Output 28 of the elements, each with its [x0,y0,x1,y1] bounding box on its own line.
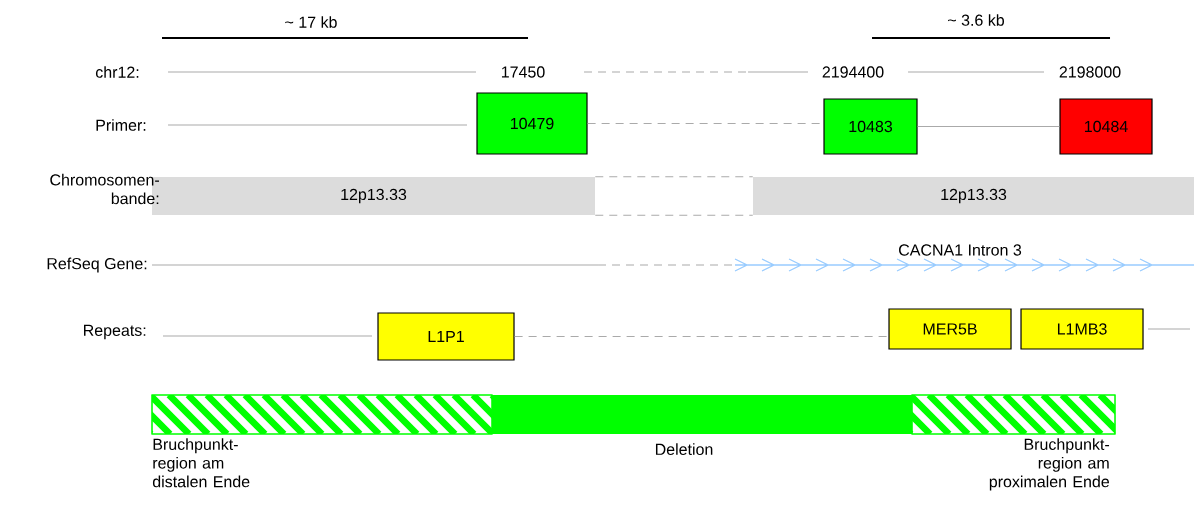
track-label: chr12: [95,66,139,78]
position-label: 2198000 [1059,66,1121,78]
breakpoint-region-bar [911,394,1116,435]
deletion-bar [492,395,912,434]
track-label: Chromosomen- bande: [50,173,159,205]
scale-label: ~ 17 kb [285,16,337,28]
primer-box: 10479 [476,92,588,155]
track-label: Repeats: [84,324,146,340]
repeat-box: L1MB3 [1020,308,1144,350]
track-line [514,335,889,338]
primer-box: 10484 [1059,98,1153,155]
primer-box: 10483 [823,98,918,155]
scale-label: ~ 3.6 kb [948,14,1004,26]
repeat-box: L1P1 [377,312,515,361]
repeat-box: MER5B [888,308,1012,350]
track-line [594,176,754,178]
track-line [917,125,1060,128]
region-caption: Deletion [656,443,713,455]
breakpoint-region-bar [151,394,493,435]
chromosome-band: 12p13.33 [753,177,1194,215]
track-line [594,214,754,216]
region-caption: Bruchpunkt- region am proximalen Ende [989,438,1110,491]
track-label: RefSeq Gene: [47,257,147,273]
track-label: Primer: [96,119,146,131]
position-label: 17450 [502,66,545,78]
region-caption: Bruchpunkt- region am distalen Ende [152,438,250,488]
position-label: 2194400 [822,66,884,78]
gene-label: CACNA1 Intron 3 [899,244,1022,256]
